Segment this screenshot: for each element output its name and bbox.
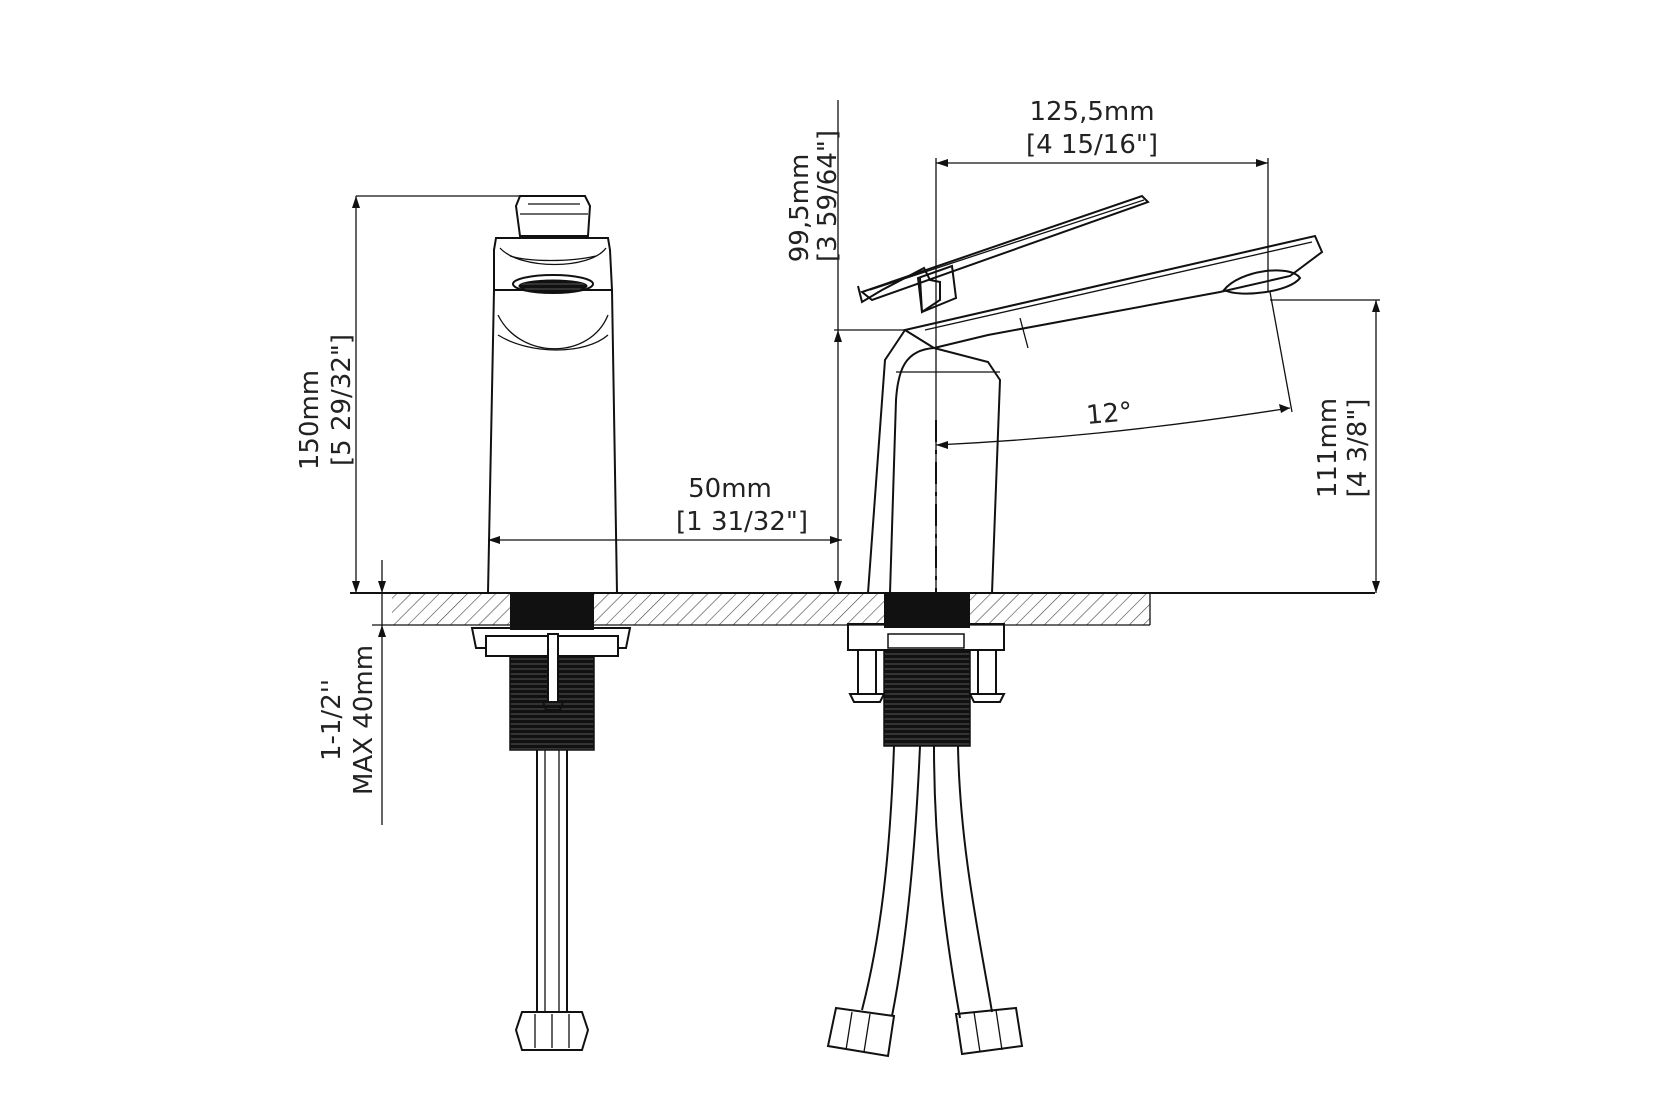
- faucet-front-view: [470, 195, 632, 1051]
- deck-thickness: MAX 40mm: [349, 645, 379, 795]
- height-total-imperial: [5 29/32"]: [327, 334, 357, 466]
- spout-reach-metric: 125,5mm: [1029, 97, 1154, 127]
- thread-size: 1-1/2'': [317, 679, 347, 761]
- spout-reach-imperial: [4 15/16"]: [1026, 130, 1158, 160]
- outlet-height-metric: 111mm: [1313, 398, 1343, 498]
- spout-height-metric: 99,5mm: [785, 154, 815, 263]
- spout-height-imperial: [3 59/64"]: [813, 130, 843, 262]
- base-width-metric: 50mm: [688, 474, 772, 504]
- countertop: [350, 592, 1375, 626]
- outlet-height-imperial: [4 3/8"]: [1343, 399, 1373, 498]
- angle-label: 12°: [1085, 397, 1134, 431]
- base-width-imperial: [1 31/32"]: [676, 507, 808, 537]
- dimension-lines: [352, 100, 1380, 825]
- height-total-metric: 150mm: [295, 370, 325, 470]
- dimension-labels: 150mm [5 29/32"] 125,5mm [4 15/16"] 99,5…: [295, 97, 1373, 795]
- faucet-side-view: [826, 194, 1324, 1058]
